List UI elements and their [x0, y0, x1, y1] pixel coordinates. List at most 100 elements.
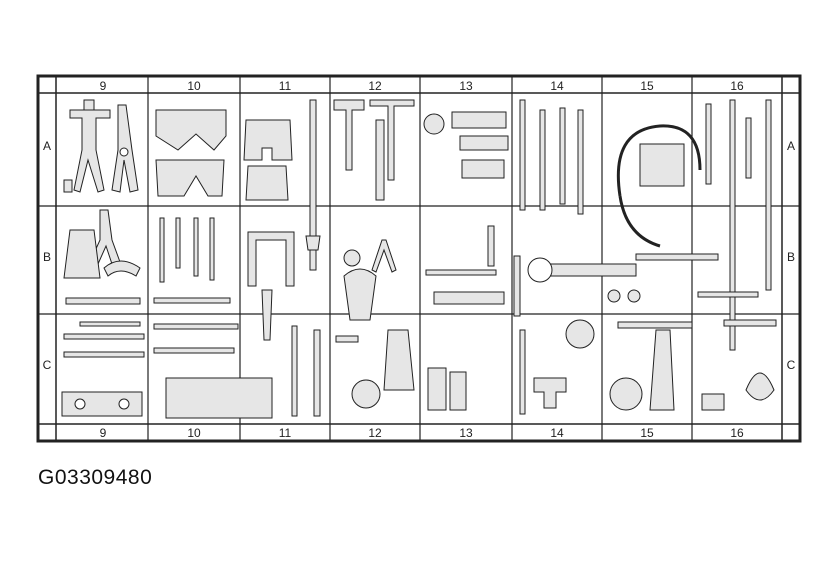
tool-plate-14b-icon — [547, 263, 637, 277]
tool-long-rod-9c-icon — [63, 333, 145, 340]
tool-bar-icon — [65, 297, 141, 305]
column-labels-bottom: 9 10 11 12 13 14 15 16 — [100, 426, 744, 440]
tool-gauge-head-icon — [343, 249, 361, 267]
tool-outlines — [61, 99, 777, 419]
tool-fixture-13b-icon — [433, 291, 505, 305]
row-label-right-b: B — [787, 250, 795, 264]
col-label-bottom-14: 14 — [550, 426, 564, 440]
tool-mirror-probe-icon — [343, 268, 377, 321]
column-labels-top: 9 10 11 12 13 14 15 16 — [100, 79, 744, 93]
tool-rod-14c-icon — [519, 329, 526, 415]
tool-hose-loop-icon — [616, 124, 702, 197]
tool-rod-11c2-icon — [313, 329, 321, 417]
tool-rod-11c-icon — [291, 325, 298, 417]
tool-rod-14a2-icon — [539, 109, 546, 211]
tool-cone-12c-icon — [383, 329, 415, 391]
tool-bell-housing-icon — [63, 229, 101, 279]
tool-clamp-16c-icon — [701, 393, 725, 411]
tool-tray-10c-icon — [165, 377, 273, 419]
tool-bar-13b-icon — [425, 269, 497, 276]
tool-bar-10c-icon — [153, 323, 239, 330]
tool-crossbar-15c-icon — [617, 321, 693, 329]
col-label-top-13: 13 — [459, 79, 473, 93]
tool-press-post-15c-icon — [649, 329, 675, 411]
col-label-bottom-13: 13 — [459, 426, 473, 440]
tool-hose-bag-icon — [639, 143, 685, 187]
tool-mount-14c-icon — [533, 377, 567, 409]
tool-spanner-11-icon — [305, 235, 321, 251]
tool-bar-10b-icon — [153, 297, 231, 304]
tool-small-socket-icon — [63, 179, 73, 193]
tool-long-bar-11-icon — [309, 99, 317, 271]
tool-divider-compass-icon — [371, 239, 397, 273]
row-label-left-b: B — [43, 250, 51, 264]
tool-lever-16c-icon — [723, 319, 777, 327]
tool-hose-b-icon — [618, 195, 661, 248]
tool-rod-16a2-icon — [705, 103, 712, 185]
row-dividers — [38, 205, 800, 315]
row-label-right-c: C — [787, 358, 796, 372]
tool-plate-9c-icon — [61, 391, 143, 417]
tool-rod-13b-icon — [487, 225, 495, 267]
col-label-top-12: 12 — [368, 79, 382, 93]
col-label-bottom-12: 12 — [368, 426, 382, 440]
col-label-top-9: 9 — [100, 79, 107, 93]
tool-puller-icon — [69, 99, 111, 193]
col-label-top-14: 14 — [550, 79, 564, 93]
tool-pliers-icon — [111, 104, 139, 193]
col-label-bottom-16: 16 — [730, 426, 744, 440]
tool-flange-15c-icon — [609, 377, 643, 411]
tool-knob-13a-icon — [423, 113, 445, 135]
tool-rod-14a-icon — [519, 99, 526, 211]
row-labels: A B C A B C — [43, 139, 796, 372]
tool-dome-adapter-icon — [243, 119, 293, 161]
tool-bracket-13a2-icon — [459, 135, 509, 151]
figure-caption-code: G03309480 — [38, 466, 153, 489]
tool-rod-16a-icon — [745, 117, 752, 179]
tool-bar-16b-icon — [697, 291, 759, 298]
col-label-bottom-10: 10 — [187, 426, 201, 440]
tool-rod-14a4-icon — [577, 109, 584, 215]
tool-bracket-13a-icon — [451, 111, 507, 129]
tool-plate-hole-a-icon — [74, 398, 86, 410]
tool-dial-12c-icon — [351, 379, 381, 409]
tool-wrench-15b-icon — [635, 253, 719, 261]
tool-long-rod-16-icon — [729, 99, 736, 351]
tool-spindle-icon — [375, 119, 385, 201]
col-label-top-11: 11 — [279, 79, 292, 93]
tool-ring-puller-16c-icon — [745, 372, 775, 401]
tool-comb-icon — [103, 260, 141, 277]
tool-long-rod-16b-icon — [765, 99, 772, 291]
tool-frame-11b-icon — [247, 231, 295, 287]
tool-ring-14b-icon — [527, 257, 553, 283]
tool-plate-hole-b-icon — [118, 398, 130, 410]
tool-socket-13c2-icon — [449, 371, 467, 411]
col-label-bottom-9: 9 — [100, 426, 107, 440]
row-label-right-a: A — [787, 139, 795, 153]
tool-bolt-15b2-icon — [627, 289, 641, 303]
tool-t-handle-icon — [369, 99, 415, 181]
tool-rod-14b-icon — [513, 255, 521, 317]
col-label-bottom-15: 15 — [640, 426, 654, 440]
tool-bolt-15b-icon — [607, 289, 621, 303]
tool-hammer-12c-icon — [335, 335, 359, 343]
tool-engine-bracket-icon — [245, 165, 289, 201]
tool-rods-10b-icon — [159, 217, 215, 283]
col-label-top-15: 15 — [640, 79, 654, 93]
tool-punch-11c-icon — [261, 289, 273, 341]
tool-fork-support-icon — [155, 159, 225, 197]
row-label-left-a: A — [43, 139, 51, 153]
row-label-left-c: C — [43, 358, 52, 372]
tool-rod-14a3-icon — [559, 107, 566, 205]
tool-clamp-yoke-icon — [155, 109, 227, 151]
tool-bar-10c2-icon — [153, 347, 235, 354]
tool-cup-14c-icon — [565, 319, 595, 349]
col-label-top-16: 16 — [730, 79, 744, 93]
tool-long-rod-9c2-icon — [63, 351, 145, 358]
col-label-top-10: 10 — [187, 79, 201, 93]
tool-socket-13c-icon — [427, 367, 447, 411]
col-label-bottom-11: 11 — [279, 426, 292, 440]
tool-shaft-9c-icon — [79, 321, 141, 327]
tool-hammer-icon — [333, 99, 365, 171]
